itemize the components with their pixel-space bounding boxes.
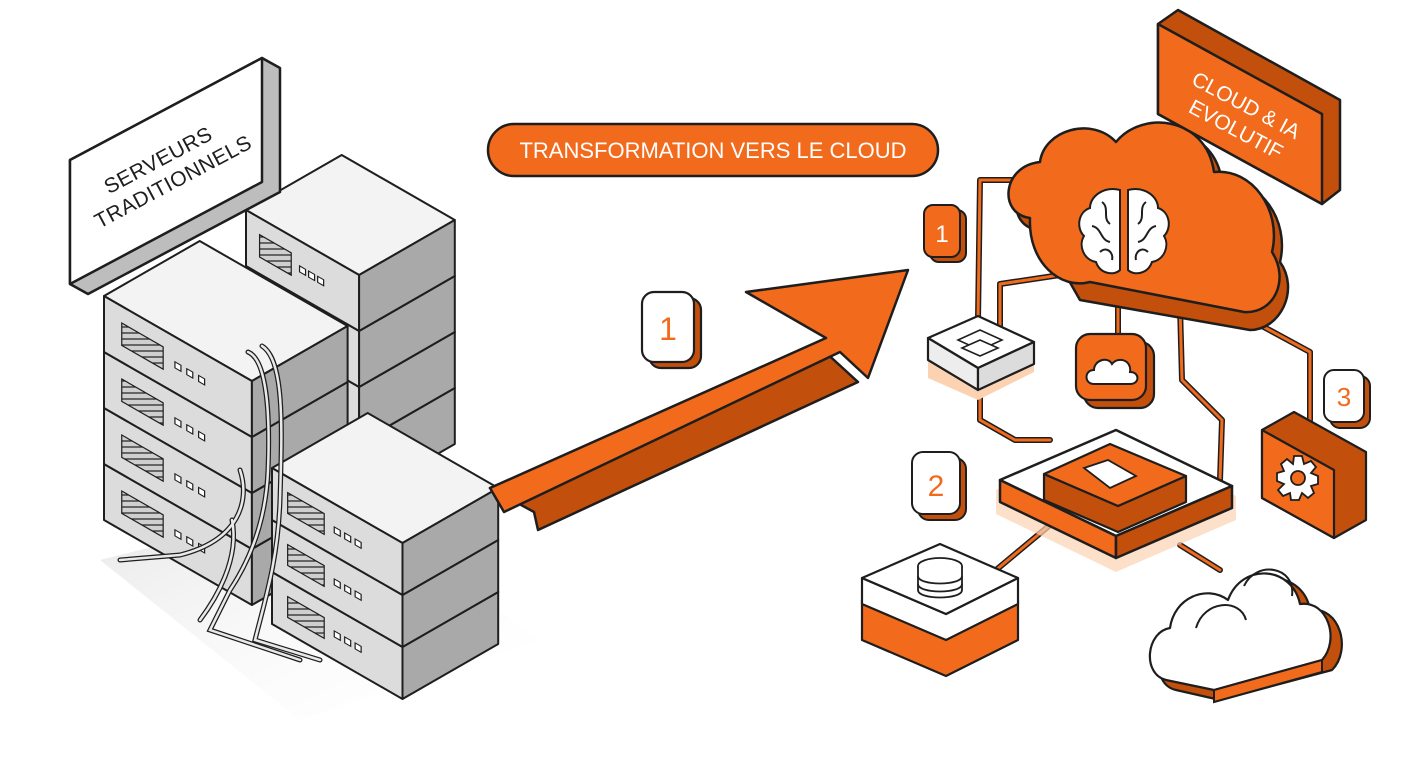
transformation-title-pill: TRANSFORMATION VERS LE CLOUD (486, 122, 940, 178)
distributed-clouds (1148, 568, 1343, 704)
server-unit (245, 154, 456, 332)
brain-icon (1078, 188, 1170, 275)
status-led-icon (174, 528, 182, 541)
server-stack-left (103, 240, 349, 606)
step-right-number: 3 (1337, 382, 1351, 412)
status-led-icon (317, 275, 325, 287)
transformation-title: TRANSFORMATION VERS LE CLOUD (519, 138, 906, 163)
storage-node (860, 542, 1020, 678)
server-rack-icon (956, 329, 1004, 357)
status-led-icon (198, 486, 206, 498)
status-led-icon (344, 583, 352, 596)
status-led-icon (174, 416, 182, 429)
status-led-icon (354, 641, 362, 654)
step-badge-top: 1 (923, 204, 967, 263)
status-led-icon (354, 589, 362, 602)
vent-icon (287, 491, 325, 536)
status-led-icon (198, 430, 206, 442)
step-badge-middle: 2 (911, 451, 967, 521)
chip-logo-icon (1082, 459, 1138, 490)
vent-icon (121, 377, 164, 427)
database-icon (917, 557, 963, 599)
step-middle-number: 2 (928, 470, 945, 503)
cloud-node-small (1074, 332, 1156, 410)
compute-node (926, 314, 1036, 400)
cloud-ai-sign: CLOUD & IA EVOLUTIF (1156, 8, 1342, 206)
transformation-arrow (488, 268, 910, 532)
central-platform (996, 428, 1236, 572)
arrow-step-number: 1 (659, 311, 677, 347)
legacy-servers-group: SERVEURS TRADITIONNELS (68, 56, 540, 720)
status-led-icon (186, 423, 194, 436)
status-led-icon (186, 479, 194, 492)
main-ai-cloud (1007, 121, 1290, 332)
status-led-icon (198, 374, 206, 386)
server-unit (103, 240, 349, 438)
status-led-icon (344, 531, 352, 544)
settings-node (1260, 410, 1368, 540)
arrow-step-badge: 1 (640, 290, 703, 370)
server-stack-right (271, 412, 500, 700)
vent-icon (258, 233, 292, 277)
status-led-icon (298, 264, 307, 277)
status-led-icon (186, 367, 194, 380)
status-led-icon (307, 270, 316, 282)
status-led-icon (174, 472, 182, 485)
vent-icon (287, 543, 325, 588)
step-top-number: 1 (935, 221, 948, 248)
status-led-icon (333, 577, 341, 590)
vent-icon (121, 433, 164, 483)
vent-icon (121, 489, 164, 539)
status-led-icon (174, 360, 182, 373)
vent-icon (121, 321, 164, 371)
legacy-servers-sign: SERVEURS TRADITIONNELS (68, 56, 282, 296)
status-led-icon (186, 535, 194, 548)
step-badge-right: 3 (1323, 369, 1371, 429)
status-led-icon (333, 629, 341, 642)
vent-icon (287, 595, 325, 640)
status-led-icon (344, 635, 352, 648)
gear-icon (1276, 455, 1319, 501)
status-led-icon (354, 537, 362, 550)
cloud-icon (1085, 358, 1139, 385)
cloud-ai-group: CLOUD & IA EVOLUTIF 1 (860, 8, 1371, 704)
status-led-icon (333, 525, 341, 538)
